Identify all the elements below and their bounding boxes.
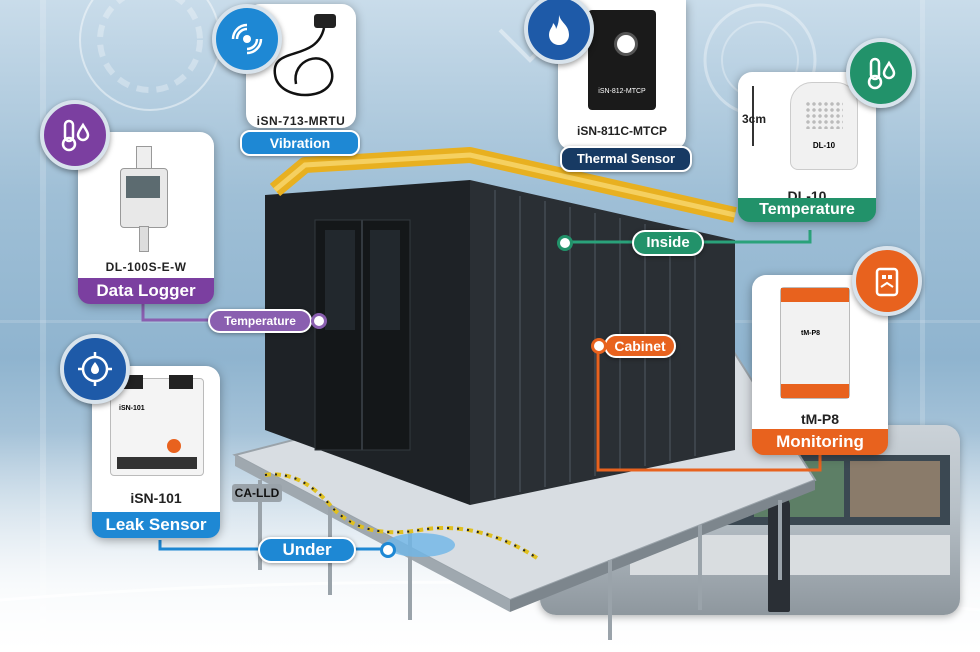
- temperature-dot: [311, 313, 327, 329]
- thermal-device-text: iSN-812-MTCP: [598, 88, 646, 95]
- dl100-device-image: [120, 146, 168, 252]
- dl100-thermometer-icon: [40, 100, 110, 170]
- dl10-thermometer-icon: [846, 38, 916, 108]
- dl100-label: Data Logger: [78, 278, 214, 304]
- water-drop-target-icon: [60, 334, 130, 404]
- dl10-sensor-image: DL-10: [790, 82, 858, 170]
- size-label: 3cm: [742, 112, 767, 126]
- leak-sensor-image: iSN-101: [110, 375, 204, 476]
- tmp8-label: Monitoring: [752, 429, 888, 455]
- vibration-label: Vibration: [240, 130, 360, 156]
- cabinet-callout: Cabinet: [604, 334, 676, 358]
- dl100-model: DL-100S-E-W: [105, 260, 187, 274]
- size-indicator: [746, 86, 760, 146]
- tmp8-device-image: tM-P8: [780, 287, 850, 399]
- dl10-device-text: DL-10: [812, 141, 836, 150]
- vibration-icon: [212, 4, 282, 74]
- under-callout: Under: [258, 537, 356, 563]
- leak-model: iSN-101: [130, 490, 182, 506]
- vibration-model: iSN-713-MRTU: [256, 114, 346, 128]
- leak-device-text: iSN-101: [119, 405, 145, 412]
- inside-callout: Inside: [632, 230, 704, 256]
- thermal-model: iSN-811C-MTCP: [576, 124, 668, 138]
- cabinet-dot: [591, 338, 607, 354]
- under-dot: [380, 542, 396, 558]
- cable-label: CA-LLD: [232, 484, 282, 502]
- leak-label: Leak Sensor: [92, 512, 220, 538]
- usb-plug-icon: [852, 246, 922, 316]
- tmp8-model: tM-P8: [800, 411, 840, 427]
- temperature-callout: Temperature: [208, 309, 312, 333]
- tmp8-device-text: tM-P8: [801, 330, 821, 337]
- vibration-sensor-image: [273, 14, 336, 97]
- dl10-card: 3cm DL-10 DL-10 Temperature: [738, 72, 876, 222]
- fire-icon: [524, 0, 594, 64]
- thermal-card: iSN-812-MTCP iSN-811C-MTCP: [558, 0, 686, 150]
- thermal-sensor-image: iSN-812-MTCP: [588, 10, 656, 110]
- thermal-label: Thermal Sensor: [560, 146, 692, 172]
- dl10-label: Temperature: [738, 198, 876, 222]
- tmp8-card: tM-P8 tM-P8 Monitoring: [752, 275, 888, 455]
- dl100-card: DL-100S-E-W Data Logger: [78, 132, 214, 304]
- inside-dot: [557, 235, 573, 251]
